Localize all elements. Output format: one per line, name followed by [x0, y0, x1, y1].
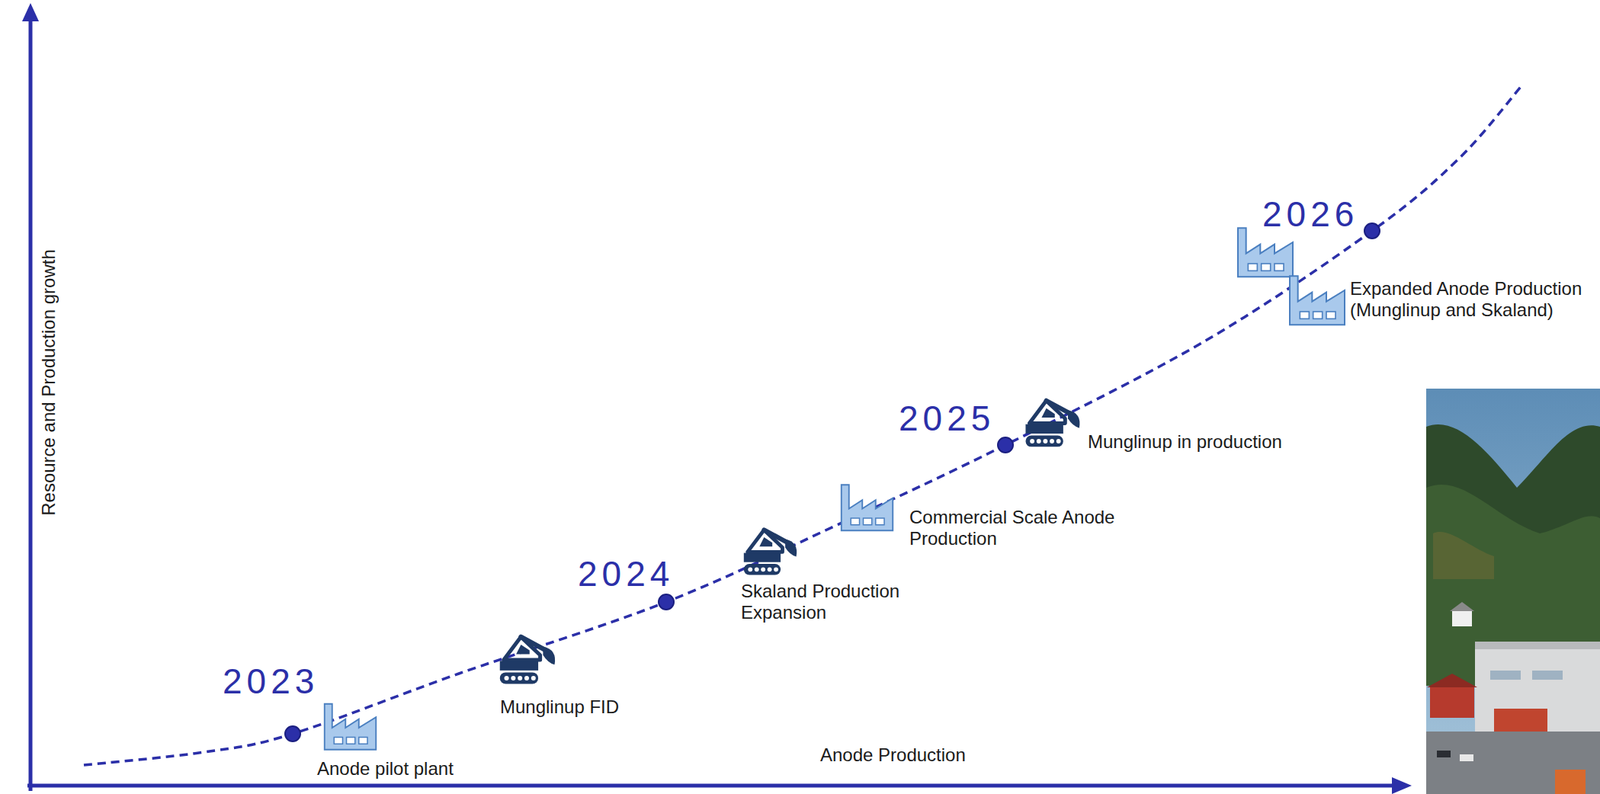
axis-label: Resource and Production growth — [38, 249, 60, 517]
milestone-label: Munglinup FID — [500, 696, 619, 719]
milestone-label: Skaland Production Expansion — [740, 580, 905, 624]
photo-building — [1474, 647, 1600, 732]
milestone-dots — [285, 223, 1380, 742]
milestone-label: Munglinup in production — [1087, 431, 1283, 453]
milestone-dot — [997, 437, 1014, 453]
photo-ground — [1426, 731, 1600, 794]
factory-icon — [1289, 275, 1345, 325]
photo-car — [1436, 750, 1451, 758]
factory-icon — [1237, 227, 1293, 277]
milestone-dot — [285, 726, 301, 742]
photo-red-house — [1430, 686, 1475, 719]
factory-icon — [324, 704, 377, 751]
year-label: 2024 — [577, 554, 674, 594]
x-axis — [27, 784, 1395, 789]
axes — [22, 3, 1412, 794]
photo-roof — [1449, 602, 1475, 612]
x-axis-arrowhead — [1391, 777, 1412, 794]
photo-mountain — [1426, 424, 1600, 687]
milestone-label: Commercial Scale Anode Production — [909, 506, 1123, 550]
milestone-label: Expanded Anode Production (Munglinup and… — [1349, 278, 1594, 321]
photo-red-roof — [1426, 673, 1478, 688]
milestone-dot — [658, 594, 674, 610]
photo-building-roof — [1474, 641, 1600, 650]
factory-icon — [841, 484, 894, 531]
growth-curve — [83, 86, 1521, 766]
photo-window — [1490, 670, 1521, 680]
year-label: 2023 — [222, 662, 319, 701]
photo-car — [1459, 754, 1474, 762]
photo-red-shed — [1494, 708, 1548, 732]
photo-sky — [1426, 388, 1600, 794]
y-axis — [28, 18, 33, 792]
icons — [324, 227, 1345, 750]
milestone-dot — [1364, 223, 1380, 239]
photo-container — [1555, 769, 1586, 794]
photo-house — [1452, 609, 1472, 627]
axis-label: Anode Production — [820, 744, 966, 767]
site-photo — [1426, 388, 1600, 794]
year-label: 2025 — [898, 399, 995, 438]
photo-window — [1532, 670, 1563, 680]
excavator-icon — [743, 529, 797, 575]
photo-foliage — [1433, 532, 1495, 580]
year-label: 2026 — [1262, 195, 1359, 234]
y-axis-arrowhead — [22, 3, 39, 22]
excavator-icon — [1025, 400, 1080, 447]
milestone-label: Anode pilot plant — [317, 758, 454, 780]
excavator-icon — [500, 637, 555, 685]
